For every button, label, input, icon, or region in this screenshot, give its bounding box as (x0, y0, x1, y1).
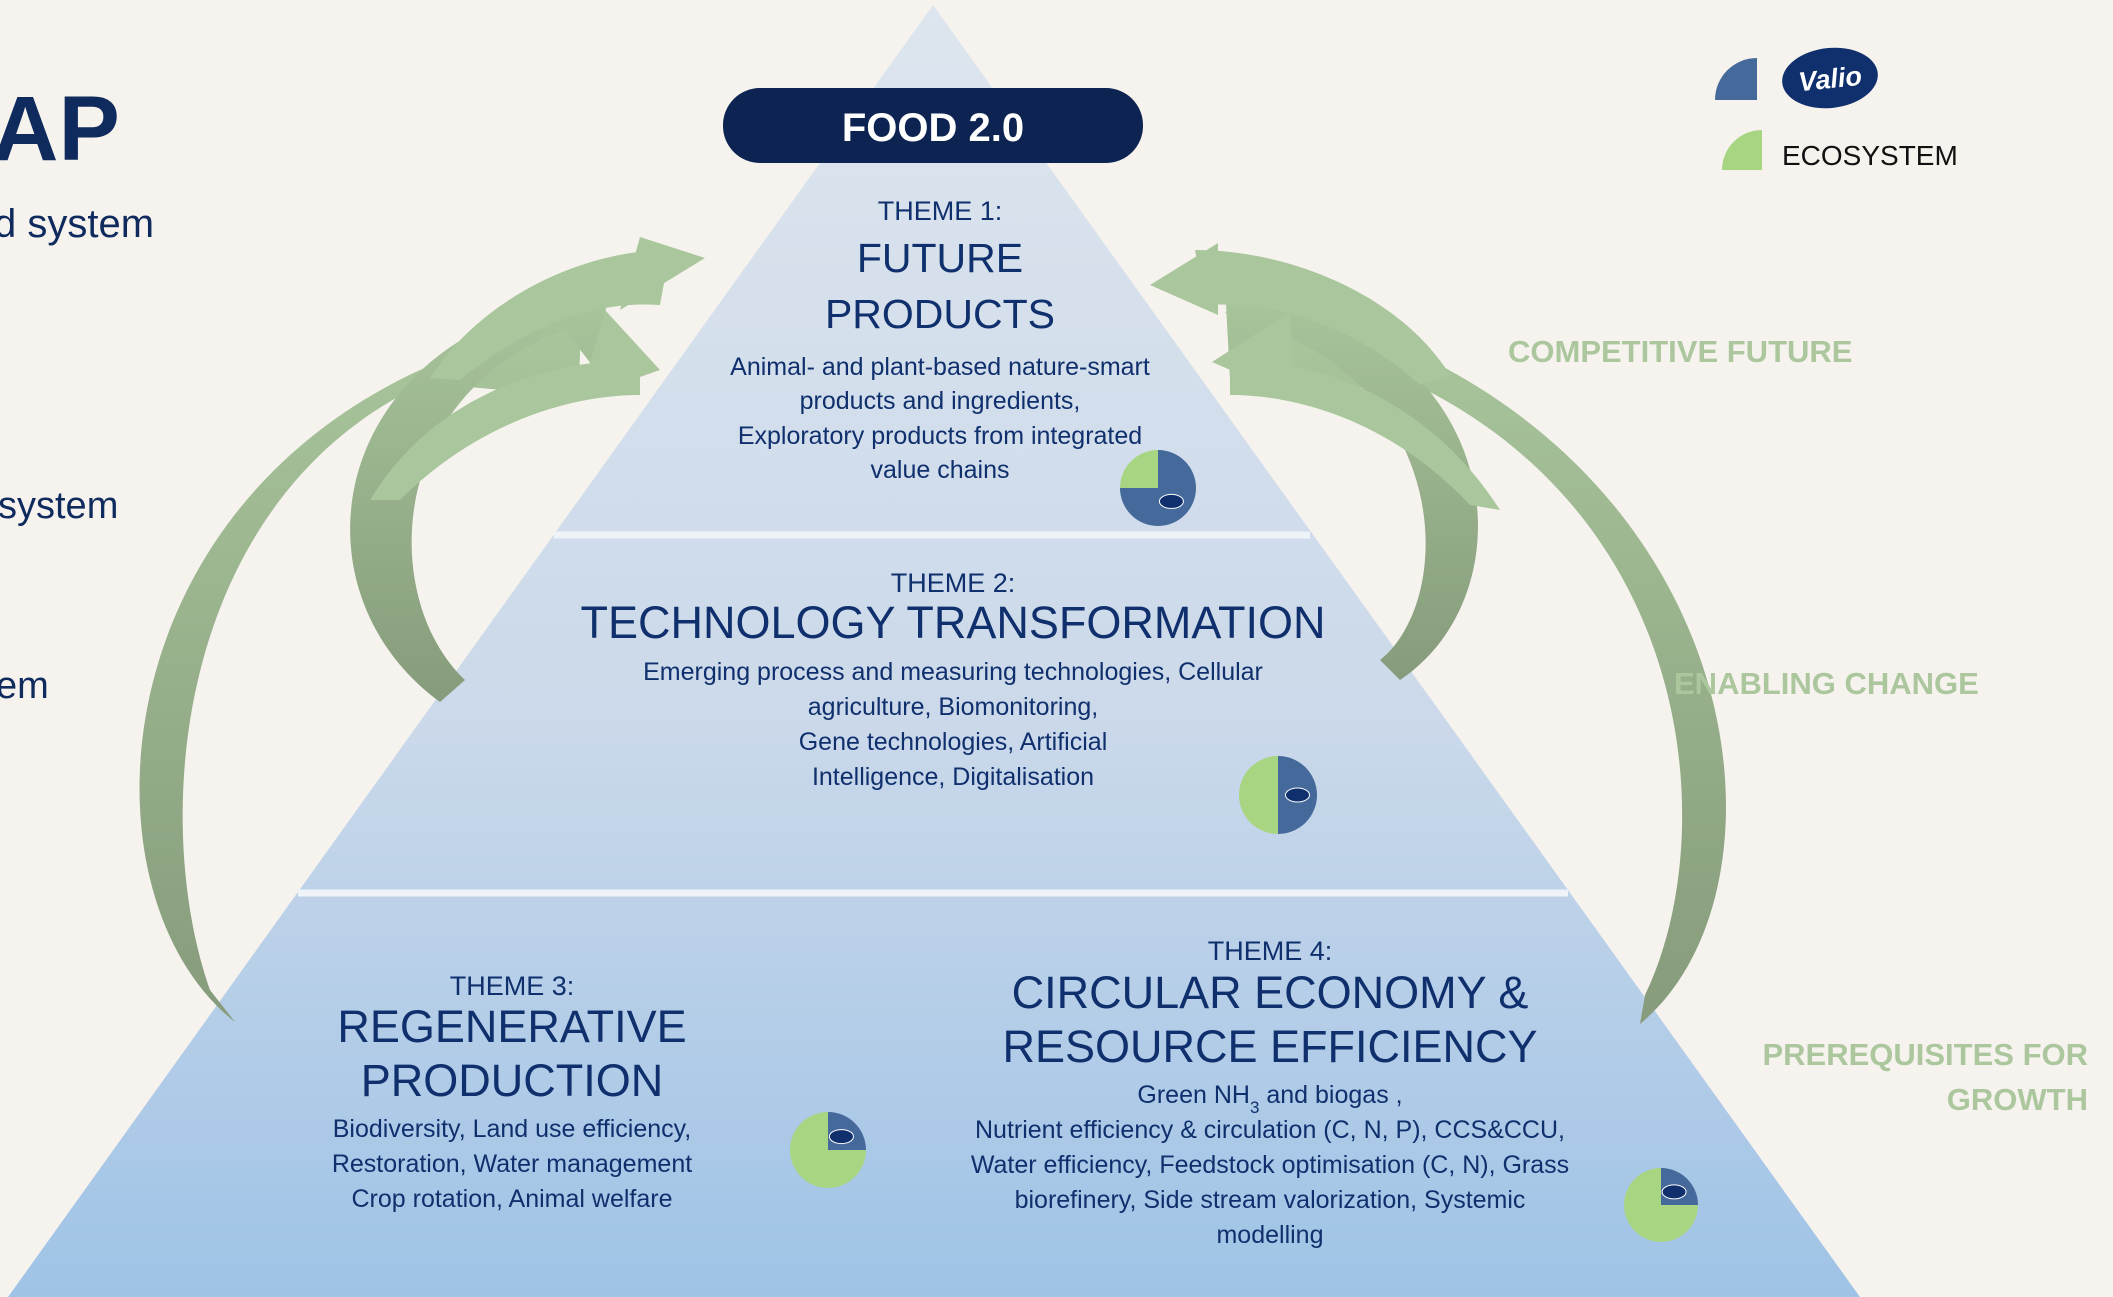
label-prerequisites-2: GROWTH (1947, 1082, 2088, 1117)
theme-4-title-line-2: RESOURCE EFFICIENCY (1002, 1021, 1537, 1072)
ecosystem-share-slice (1239, 756, 1278, 834)
theme-4-desc-line-2: Water efficiency, Feedstock optimisation… (971, 1151, 1569, 1179)
left-outer-arrow-head (370, 360, 640, 500)
theme-1: THEME 1: FUTURE PRODUCTS Animal- and pla… (730, 196, 1150, 484)
cut-line-1: d system (0, 202, 154, 246)
right-inner-arrow (1225, 285, 1478, 680)
right-outer-arrowhead (1212, 312, 1295, 398)
right-outer-arrow (1225, 312, 1726, 1024)
ecosystem-share-slice (1120, 450, 1158, 488)
theme-1-title-line-2: PRODUCTS (825, 291, 1055, 337)
right-arrows (1150, 243, 1726, 1024)
theme-2-title: TECHNOLOGY TRANSFORMATION (580, 597, 1325, 648)
food-badge-label: FOOD 2.0 (842, 106, 1024, 150)
theme-4-label: THEME 4: (1208, 936, 1333, 966)
valio-logo-text: Valio (1797, 61, 1863, 97)
left-inner-arrow-head (430, 250, 670, 380)
legend-valio-swatch (1715, 58, 1757, 100)
theme-1-desc-line-3: Exploratory products from integrated (738, 422, 1142, 450)
left-inner-arrow (350, 286, 606, 702)
left-arrows (139, 237, 705, 1022)
theme-1-desc-line-2: products and ingredients, (800, 387, 1081, 415)
cut-line-2: system (0, 485, 118, 527)
right-outer-arrow-head (1230, 358, 1500, 510)
theme-2: THEME 2: TECHNOLOGY TRANSFORMATION Emerg… (580, 568, 1325, 791)
theme-4-desc-suffix: and biogas , (1259, 1081, 1402, 1109)
right-inner-arrow-head (1195, 250, 1450, 385)
valio-mini-logo (1285, 787, 1310, 803)
theme-3-title-line-2: PRODUCTION (361, 1055, 664, 1106)
theme-3-share-pie (790, 1112, 866, 1188)
theme-2-desc-line-3: Gene technologies, Artificial (799, 728, 1108, 756)
cut-title: AP (0, 78, 120, 180)
theme-4-share-pie (1624, 1168, 1698, 1242)
theme-2-share-pie (1239, 756, 1317, 834)
label-prerequisites-1: PREREQUISITES FOR (1762, 1037, 2088, 1072)
theme-4-desc-sub: 3 (1250, 1098, 1259, 1117)
theme-4-desc-line-4: modelling (1216, 1221, 1323, 1249)
label-competitive-future: COMPETITIVE FUTURE (1508, 334, 1852, 369)
theme-3-title-line-1: REGENERATIVE (337, 1001, 686, 1052)
theme-2-desc-line-4: Intelligence, Digitalisation (812, 763, 1094, 791)
theme-4-title-line-1: CIRCULAR ECONOMY & (1012, 967, 1529, 1018)
legend-ecosystem-label: ECOSYSTEM (1782, 140, 1958, 171)
left-outer-arrowhead (580, 310, 660, 398)
theme-2-desc-line-1: Emerging process and measuring technolog… (643, 658, 1263, 686)
theme-3: THEME 3: REGENERATIVE PRODUCTION Biodive… (332, 971, 692, 1213)
valio-mini-logo (1158, 493, 1184, 509)
theme-2-desc-line-2: agriculture, Biomonitoring, (808, 693, 1098, 721)
valio-logo: Valio (1782, 47, 1878, 109)
label-enabling-change: ENABLING CHANGE (1674, 666, 1979, 701)
pyramid (8, 5, 1860, 1297)
theme-3-desc-line-1: Biodiversity, Land use efficiency, (333, 1115, 692, 1143)
theme-4-desc-line-0: Green NH3 and biogas , (1137, 1081, 1402, 1117)
theme-1-desc-line-4: value chains (871, 456, 1010, 484)
left-inner-arrowhead (620, 237, 705, 310)
legend-ecosystem-swatch (1722, 130, 1762, 170)
theme-3-label: THEME 3: (450, 971, 575, 1001)
theme-1-title-line-1: FUTURE (857, 235, 1023, 281)
theme-4-desc-line-1: Nutrient efficiency & circulation (C, N,… (975, 1116, 1565, 1144)
cut-line-3: em (0, 665, 49, 707)
valio-mini-logo (828, 1129, 854, 1145)
food-badge: FOOD 2.0 (723, 88, 1143, 163)
theme-4-desc-line-3: biorefinery, Side stream valorization, S… (1015, 1186, 1526, 1214)
theme-3-desc-line-2: Restoration, Water management (332, 1150, 692, 1178)
valio-mini-logo (1661, 1184, 1687, 1200)
right-inner-arrowhead (1150, 243, 1218, 315)
theme-1-label: THEME 1: (878, 196, 1003, 226)
theme-4-desc-prefix: Green NH (1137, 1081, 1250, 1109)
theme-3-desc-line-3: Crop rotation, Animal welfare (352, 1185, 673, 1213)
legend: Valio ECOSYSTEM (1715, 47, 1958, 171)
theme-2-label: THEME 2: (891, 568, 1016, 598)
theme-1-desc-line-1: Animal- and plant-based nature-smart (730, 353, 1150, 381)
theme-1-share-pie (1120, 450, 1196, 526)
theme-4: THEME 4: CIRCULAR ECONOMY & RESOURCE EFF… (971, 936, 1569, 1249)
